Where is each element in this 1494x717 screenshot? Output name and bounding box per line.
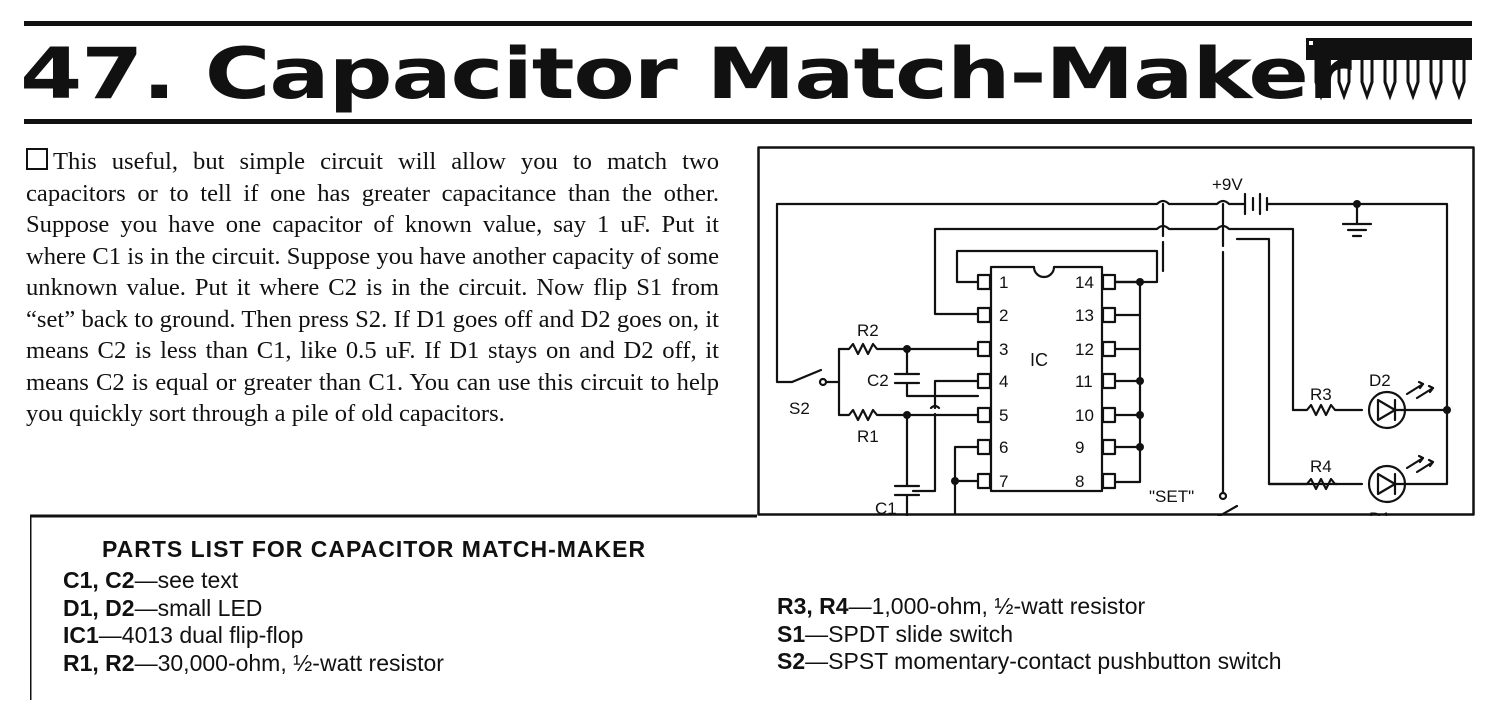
part-ref: S2 (777, 648, 806, 674)
article-body: This useful, but simple circuit will all… (26, 148, 719, 427)
list-item: S1—SPDT slide switch (777, 621, 1282, 649)
pin-label-13: 13 (1075, 306, 1094, 325)
page-title: 47. Capacitor Match-Maker (20, 33, 1352, 115)
part-desc: —see text (134, 567, 239, 593)
pin-label-9: 9 (1075, 438, 1084, 457)
pin-label-5: 5 (999, 406, 1008, 425)
part-desc: —1,000-ohm, ½-watt resistor (848, 593, 1146, 619)
supply-label: +9V (1212, 175, 1243, 194)
r3-label: R3 (1310, 385, 1332, 404)
d2-label: D2 (1369, 371, 1391, 390)
list-item: S2—SPST momentary-contact pushbutton swi… (777, 648, 1282, 676)
header-rule-top (24, 21, 1472, 26)
list-item: IC1—4013 dual flip-flop (63, 622, 444, 650)
parts-list-right: R3, R4—1,000-ohm, ½-watt resistor S1—SPD… (777, 593, 1282, 676)
header-rule-bottom (24, 119, 1472, 124)
part-desc: —30,000-ohm, ½-watt resistor (134, 649, 444, 676)
part-ref: S1 (777, 620, 806, 647)
pin-label-11: 11 (1075, 372, 1093, 391)
part-desc: —small LED (134, 594, 263, 621)
pin-label-8: 8 (1075, 472, 1084, 491)
c1-label: C1 (875, 499, 897, 516)
r2-label: R2 (857, 321, 879, 340)
pin-label-12: 12 (1075, 340, 1094, 359)
part-desc: —SPST momentary-contact pushbutton switc… (805, 648, 1282, 674)
list-item: R1, R2—30,000-ohm, ½-watt resistor (63, 650, 444, 678)
part-desc: —4013 dual flip-flop (98, 622, 304, 648)
ic-chip-icon (1306, 38, 1472, 101)
part-ref: R3, R4 (777, 593, 849, 619)
part-ref: IC1 (63, 622, 99, 648)
c2-label: C2 (867, 371, 889, 390)
pin-label-10: 10 (1075, 406, 1094, 425)
parts-list-left: C1, C2—see text D1, D2—small LED IC1—401… (63, 567, 444, 677)
circuit-schematic: +9V IC 1 2 3 4 5 6 7 14 13 12 11 10 9 8 … (757, 146, 1475, 516)
list-item: C1, C2—see text (63, 567, 444, 595)
pin-label-6: 6 (999, 438, 1008, 457)
r4-label: R4 (1310, 457, 1332, 476)
article-text: This useful, but simple circuit will all… (26, 146, 719, 430)
ic-label: IC (1030, 350, 1048, 370)
part-desc: —SPDT slide switch (805, 620, 1014, 647)
pin-label-1: 1 (999, 273, 1008, 292)
s2-label: S2 (789, 399, 810, 418)
pin-label-4: 4 (999, 372, 1008, 391)
r1-label: R1 (857, 427, 879, 446)
set-label: "SET" (1149, 487, 1194, 506)
d1-label: D1 (1369, 509, 1391, 516)
part-ref: D1, D2 (63, 594, 135, 621)
pin-label-2: 2 (999, 306, 1008, 325)
part-ref: C1, C2 (63, 567, 135, 593)
list-item: R3, R4—1,000-ohm, ½-watt resistor (777, 593, 1282, 621)
pin-label-3: 3 (999, 340, 1008, 359)
pin-label-14: 14 (1075, 273, 1094, 292)
list-item: D1, D2—small LED (63, 595, 444, 623)
parts-list-title: PARTS LIST FOR CAPACITOR MATCH-MAKER (102, 536, 647, 562)
part-ref: R1, R2 (63, 649, 135, 676)
parts-list-frame (30, 514, 757, 700)
checkbox-icon (26, 148, 48, 170)
pin-label-7: 7 (999, 472, 1008, 491)
